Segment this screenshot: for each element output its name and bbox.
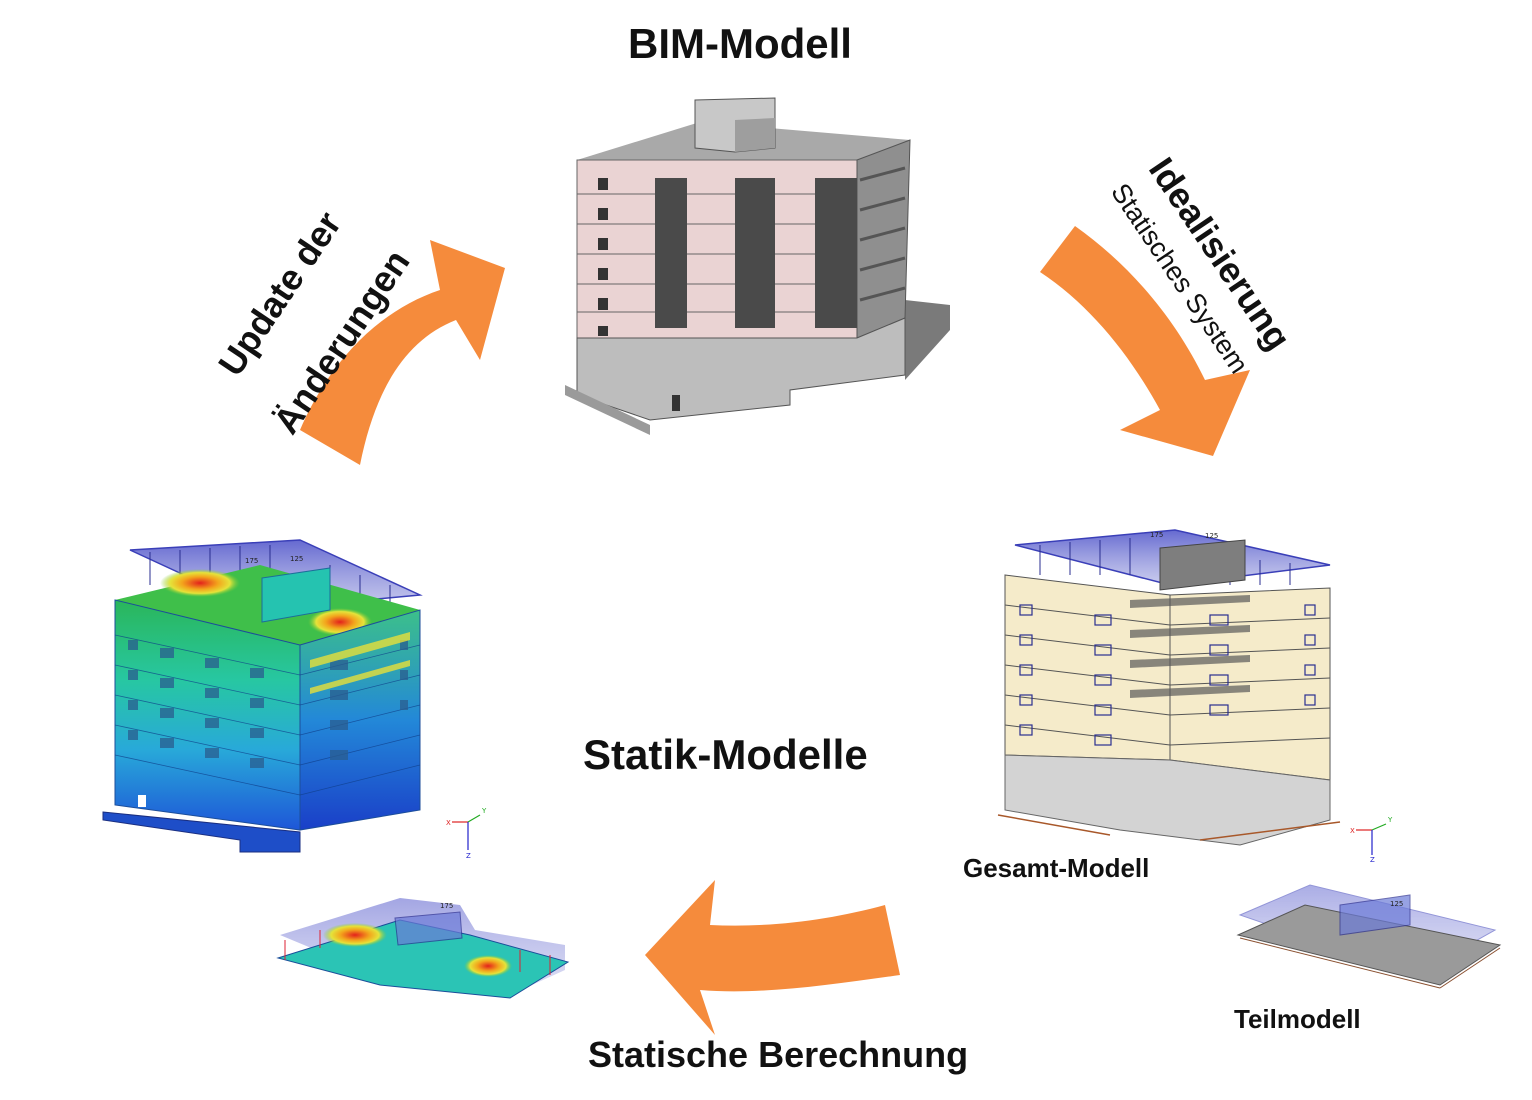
axis-letter-z: Z	[466, 852, 471, 860]
results-partial-slab	[276, 898, 570, 999]
axis-triad-right	[1356, 823, 1387, 855]
load-value-label: 175	[245, 557, 258, 565]
bim-model-title: BIM-Modell	[628, 20, 852, 67]
partial-model-label: Teilmodell	[1234, 1004, 1361, 1034]
axis-letter-y: Y	[1387, 816, 1393, 824]
calculation-label: Statische Berechnung	[588, 1034, 969, 1075]
axis-letter-x: X	[446, 819, 451, 827]
results-building	[102, 539, 481, 853]
structural-partial-slab	[1236, 884, 1502, 989]
load-value-label: 175	[440, 902, 453, 910]
axis-letter-x: X	[1350, 827, 1355, 835]
structural-building	[997, 529, 1387, 855]
axis-letter-y: Y	[481, 807, 487, 815]
load-value-label: 175	[1150, 531, 1163, 539]
overall-model-label: Gesamt-Modell	[963, 853, 1150, 883]
arrow-update	[300, 240, 505, 465]
arrow-calculation	[645, 880, 900, 1035]
structural-models-title: Statik-Modelle	[583, 731, 868, 778]
axis-triad	[452, 814, 481, 850]
load-value-label: 125	[290, 555, 303, 563]
axis-letter-z: Z	[1370, 856, 1375, 864]
arrow-idealization	[1040, 226, 1250, 456]
load-value-label: 125	[1205, 532, 1218, 540]
load-value-label: 125	[1390, 900, 1403, 908]
bim-building	[565, 97, 950, 435]
